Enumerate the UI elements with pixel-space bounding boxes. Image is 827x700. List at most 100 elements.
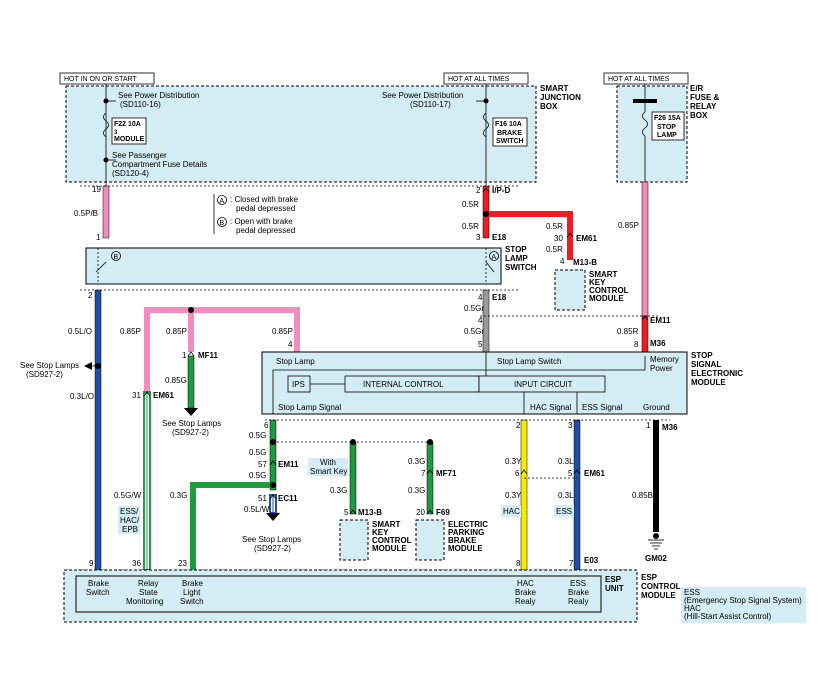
wire-label-03g-2: 0.3G <box>330 486 347 495</box>
ssem-stop-lamp-switch: Stop Lamp Switch <box>497 357 561 366</box>
ref-stop-lamps-3: See Stop Lamps <box>242 535 301 544</box>
wire-label-085b: 0.85B <box>632 491 653 500</box>
legend-3: HAC <box>684 604 701 613</box>
wire-label-05r-3: 0.5R <box>546 222 563 231</box>
ssem-ips: IPS <box>292 380 305 389</box>
fuse-f22-label-3: MODULE <box>114 136 145 143</box>
wire-label-085p-a: 0.85P <box>120 327 141 336</box>
ess-hac-epb-3: EPB <box>122 525 138 534</box>
conn-ip-d: I/P-D <box>492 186 510 195</box>
wire-label-085p-b: 0.85P <box>166 327 187 336</box>
ref-stop-lamps-1: See Stop Lamps <box>20 361 79 370</box>
sls-name-1: STOP <box>505 245 527 254</box>
fuse-f16-label-3: SWITCH <box>496 138 524 145</box>
esp-relay-2: State <box>139 588 158 597</box>
input-circuit-block <box>478 375 606 393</box>
wire-label-03l-2: 0.3L <box>558 491 574 500</box>
ssem-ground: Ground <box>643 403 670 412</box>
conn-em61-top: EM61 <box>576 234 597 243</box>
wire-05gr <box>482 289 490 353</box>
sk-top-name-2: KEY <box>589 278 606 287</box>
sjb-name-3: BOX <box>540 102 558 111</box>
esp-relay-3: Monitoring <box>126 597 163 606</box>
fuse-f16-label-1: F16 10A <box>495 121 522 128</box>
conn-m13b-top: M13-B <box>573 258 597 267</box>
wire-label-05g-1: 0.5G <box>249 431 266 440</box>
conn-em11-a: EM11 <box>650 316 671 325</box>
pin-4-sw: 4 <box>478 293 483 302</box>
wire-label-05r-1: 0.5R <box>462 200 479 209</box>
esp-ess-2: Brake <box>568 588 589 597</box>
wire-label-085p-er: 0.85P <box>618 221 639 230</box>
wire-03y <box>520 419 528 571</box>
wire-label-03y-2: 0.3Y <box>505 491 522 500</box>
pin-57: 57 <box>258 460 267 469</box>
ssem-name-2: SIGNAL <box>691 360 721 369</box>
sk-bottom-name-1: SMART <box>372 520 401 529</box>
wire-label-05lw: 0.5L/W <box>244 505 270 514</box>
wire-085p-er <box>641 181 649 317</box>
fuse-f22-icon <box>103 112 109 138</box>
legend-1: ESS <box>684 588 700 597</box>
er-name-3: RELAY <box>690 102 717 111</box>
legend <box>681 587 806 623</box>
fuse-f26-label-1: F26 15A <box>654 115 681 122</box>
arrow-down-icon <box>266 513 280 521</box>
er-name-1: E/R <box>690 84 704 93</box>
label-hac: HAC <box>503 507 520 516</box>
esp-name-3: MODULE <box>641 591 676 600</box>
pin-1-mf11: 1 <box>182 351 187 360</box>
pin-4-sk: 4 <box>560 257 565 266</box>
sls-name-3: SWITCH <box>505 263 537 272</box>
conn-m36: M36 <box>650 339 666 348</box>
esp-relay-1: Relay <box>138 579 158 588</box>
conn-f69: F69 <box>436 508 450 517</box>
wire-085r <box>641 315 649 353</box>
arrow-left-icon <box>84 362 92 370</box>
sjb-name-2: JUNCTION <box>540 93 581 102</box>
wire-label-05g-2: 0.5G <box>249 448 266 457</box>
wire-085g <box>187 355 195 409</box>
pin-1-gnd: 1 <box>646 421 651 430</box>
switch-a-icon <box>485 261 495 273</box>
esp-hac-2: Brake <box>515 588 536 597</box>
wire-label-03g-1: 0.3G <box>170 491 187 500</box>
er-name-2: FUSE & <box>690 93 720 102</box>
wire-05r-branch <box>486 211 573 260</box>
ess-hac-epb-2: HAC/ <box>120 516 140 525</box>
pin-3: 3 <box>476 233 481 242</box>
note-b-text-2: pedal depressed <box>236 226 295 235</box>
pin-6: 6 <box>264 421 269 430</box>
esp-unit <box>75 575 602 613</box>
wire-03l <box>573 419 581 571</box>
esp-hac-3: Realy <box>515 597 535 606</box>
with-smart-key-1: With <box>320 458 336 467</box>
junction-dot <box>483 211 489 217</box>
wire-03g-esp <box>190 482 273 570</box>
pin-36: 36 <box>132 559 141 568</box>
sjb-name-1: SMART <box>540 84 569 93</box>
ref-stop-lamps-3b: (SD927-2) <box>254 544 291 553</box>
pin-8-esp: 8 <box>516 559 521 568</box>
note-b-text-1: : Open with brake <box>230 217 293 226</box>
conn-e18-bottom: E18 <box>492 293 507 302</box>
sjb-ref-passenger-1: See Passenger <box>112 151 167 160</box>
switch-b-icon <box>95 261 107 273</box>
pin-4-b: 4 <box>478 316 483 325</box>
ssem-input-circuit: INPUT CIRCUIT <box>514 380 573 389</box>
ssem-hac-signal: HAC Signal <box>530 403 572 412</box>
esp-brake-switch-2: Switch <box>86 588 110 597</box>
esp-ess-1: ESS <box>570 579 586 588</box>
conn-mf71: MF71 <box>436 469 457 478</box>
ssem-ess-signal: ESS Signal <box>582 403 623 412</box>
ssem-stop-lamp: Stop Lamp <box>276 357 315 366</box>
esp-ess-3: Realy <box>568 597 588 606</box>
pin-3-ess: 3 <box>568 421 573 430</box>
esp-blight-3: Switch <box>180 597 204 606</box>
sk-bottom-name-4: MODULE <box>372 544 407 553</box>
wire-label-05r-4: 0.5R <box>546 245 563 254</box>
sjb-ref-left-1: See Power Distribution <box>118 91 199 100</box>
wire-label-085p-c: 0.85P <box>272 327 293 336</box>
sls-name-2: LAMP <box>505 254 528 263</box>
epb-name-3: BRAKE <box>448 536 477 545</box>
